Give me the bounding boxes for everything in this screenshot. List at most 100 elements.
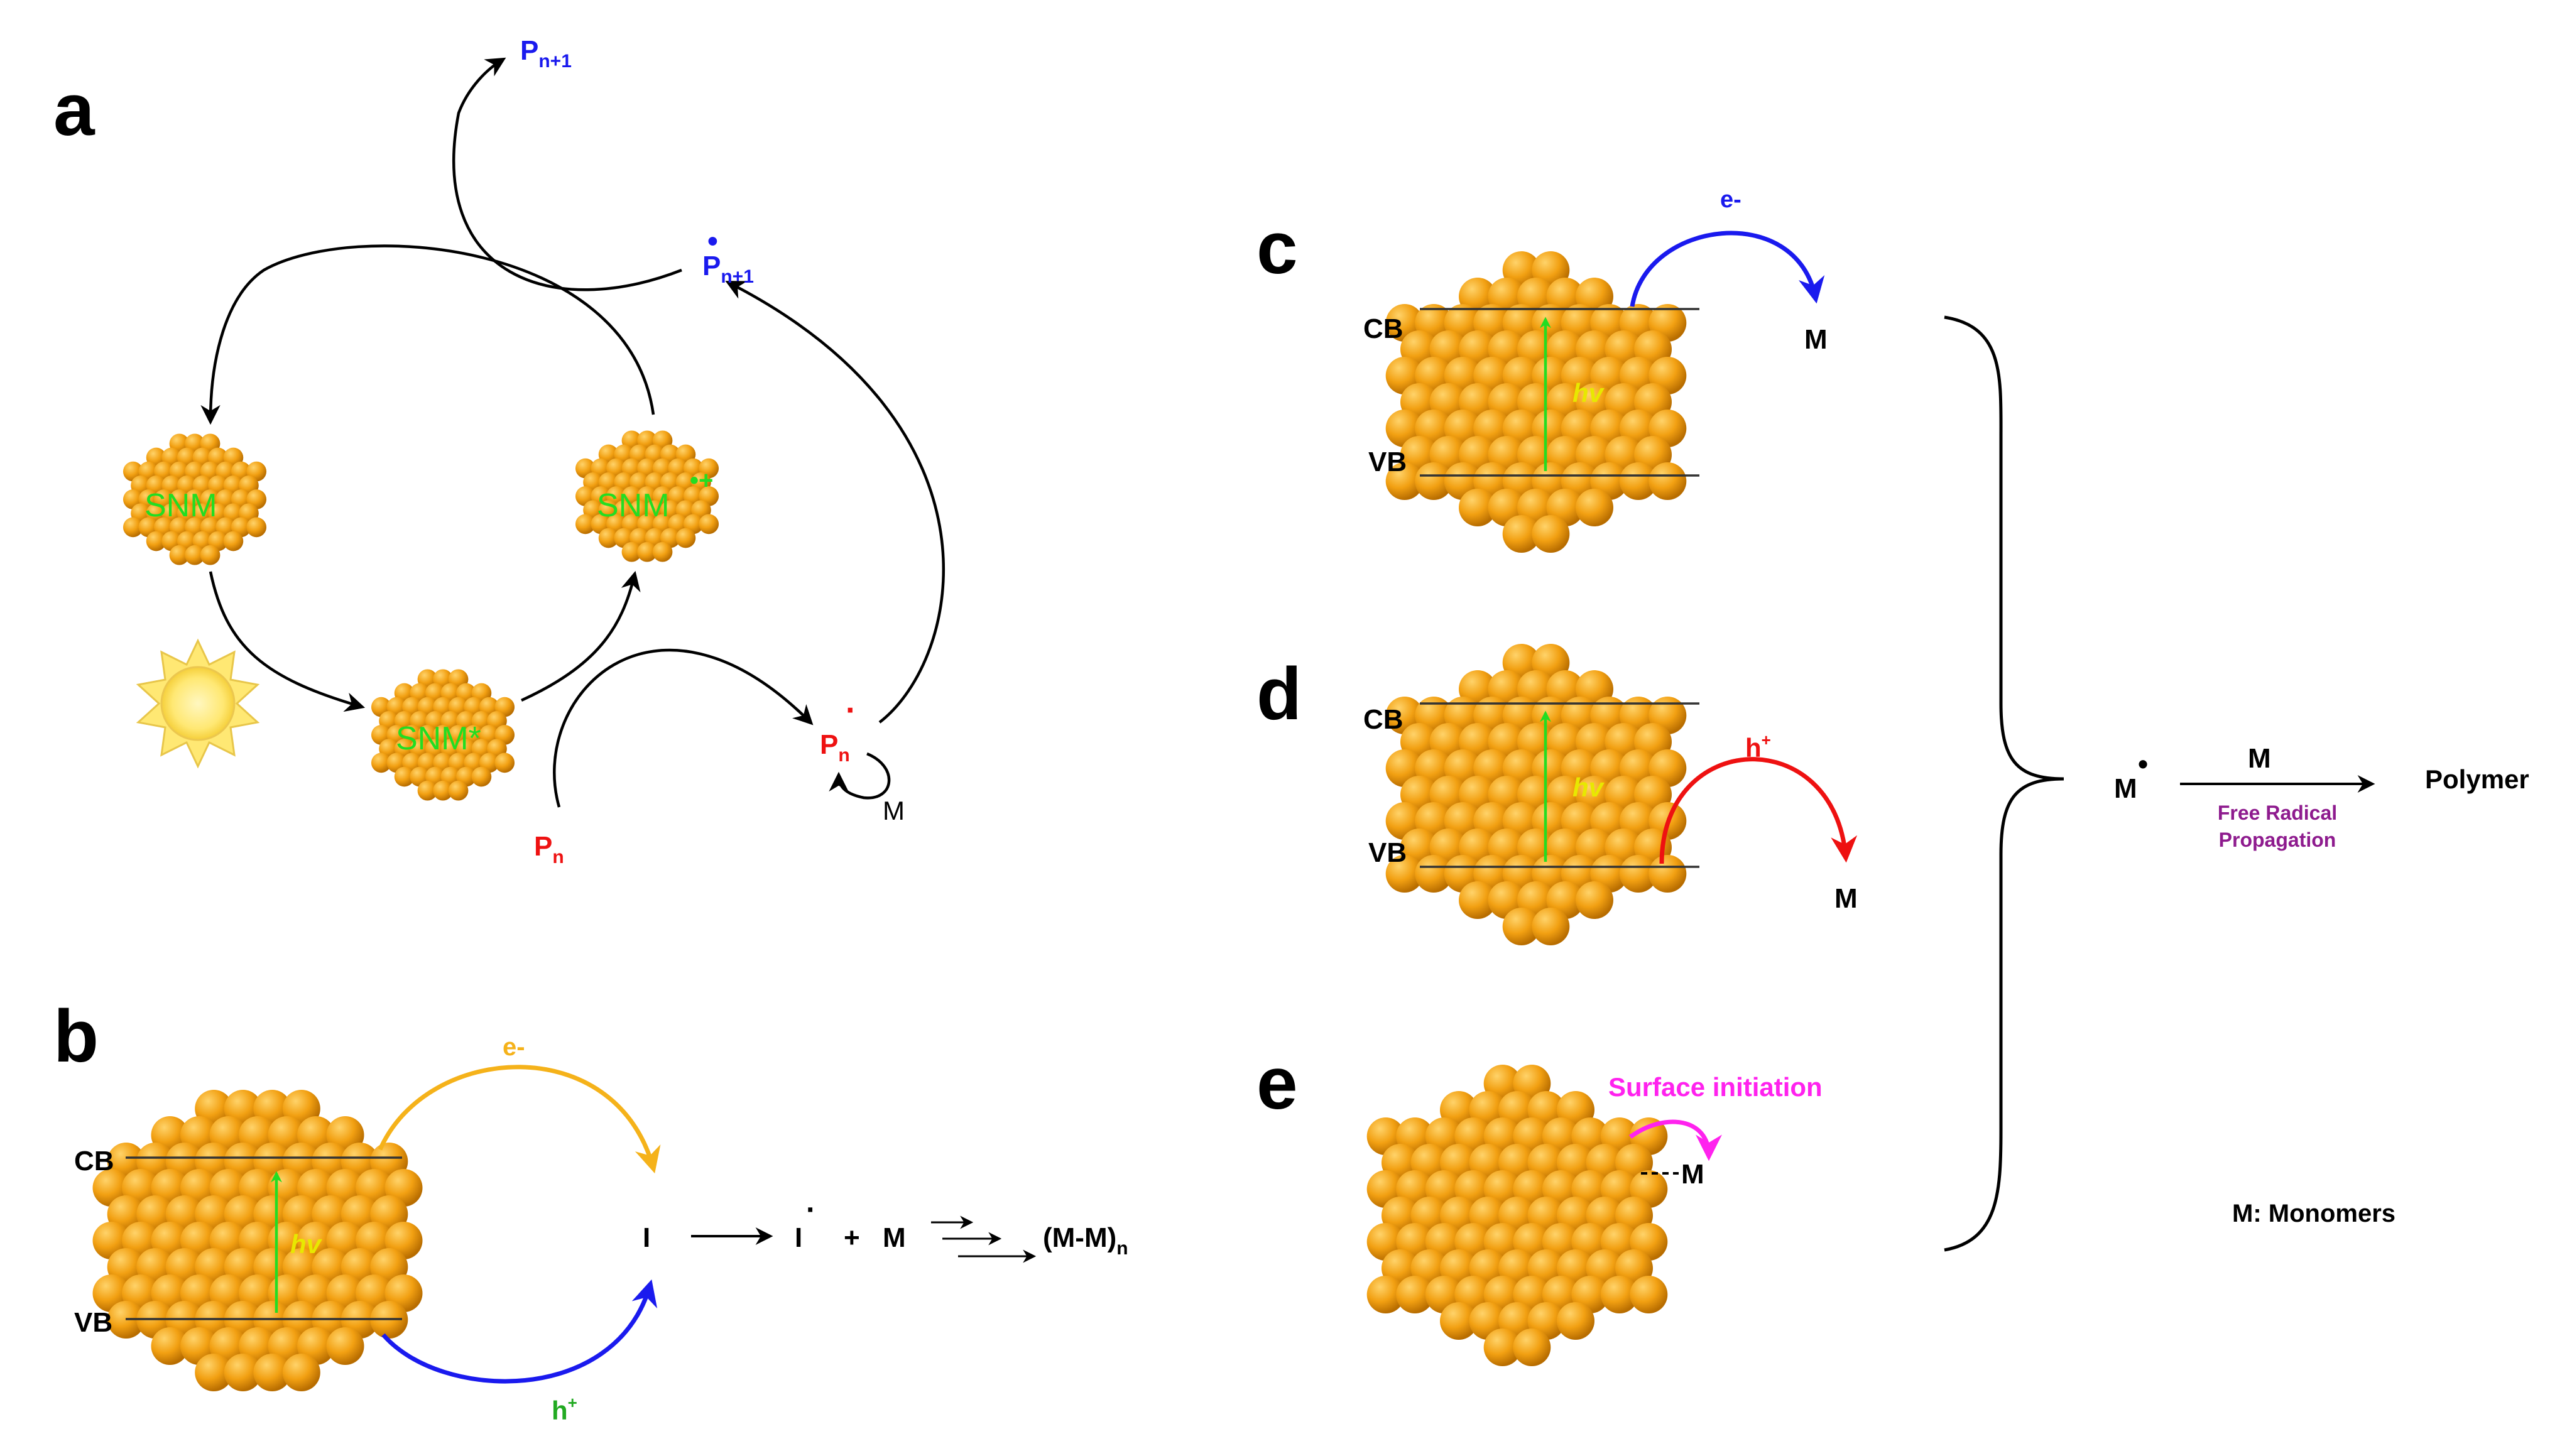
nanoparticle-atom [417, 780, 438, 801]
nanoparticle-atom [282, 1354, 320, 1391]
nanoparticle-atom [195, 1354, 233, 1391]
arrow-snmstar-to-snmplus [521, 570, 641, 702]
nanoparticle-atom [1630, 1276, 1668, 1313]
nanoparticle-atom [1600, 1276, 1638, 1313]
sun-icon [136, 638, 260, 769]
free-radical-label: Free Radical [2218, 801, 2337, 824]
nanoparticle-atom [1576, 881, 1613, 919]
pn-radical-dot: · [846, 692, 856, 729]
nanoparticle-atom [1483, 1328, 1522, 1366]
arrow-snm-to-snmstar [209, 571, 366, 712]
panel-b-label: b [53, 995, 99, 1078]
nanoparticle-atom [621, 541, 642, 562]
hv-label-c: hv [1572, 378, 1605, 408]
nanoparticle-atom [1415, 855, 1453, 893]
nanoparticle-atom [1459, 489, 1496, 526]
nanoparticle-atom [146, 531, 166, 551]
polymer-label: Polymer [2425, 764, 2529, 794]
nanoparticle-atom [223, 531, 244, 551]
nanoparticle-atom [433, 780, 453, 801]
hole-label-d: h+ [1745, 731, 1771, 763]
monomer-label-d: M [1834, 883, 1858, 914]
hole-transfer-arrow-b [381, 1279, 658, 1384]
panel-e-label: e [1256, 1042, 1298, 1125]
nanoparticle-atom [1459, 881, 1496, 919]
pn1-radical-label: Pn+1 [702, 251, 754, 287]
nanoparticle-atom [699, 514, 719, 535]
nanoparticle-atom [1513, 1328, 1551, 1366]
arrow-pn-to-pnrad [553, 648, 814, 808]
nanoparticle-atom [151, 1327, 189, 1365]
nanoparticle-atom [637, 541, 657, 562]
panel-c-label: c [1256, 207, 1298, 290]
nanoparticle-atom [253, 1354, 292, 1391]
snm-star-particle [371, 669, 515, 801]
electron-label-b: e- [503, 1033, 525, 1061]
pn1-radical-dot: • [707, 225, 718, 258]
nanoparticle-atom [1649, 462, 1687, 500]
panel-a-label: a [53, 68, 95, 151]
arrow-monomer-loop [829, 752, 891, 800]
monomer-label-e: M [1681, 1159, 1704, 1190]
hv-label-b: hv [290, 1229, 323, 1259]
snm-particle [123, 433, 267, 565]
nanoparticle-atom [448, 780, 469, 801]
electron-transfer-arrow-c [1630, 231, 1825, 307]
snm-plus-label: SNM [597, 487, 670, 524]
snm-plus-particle [575, 430, 719, 562]
snm-star-label: SNM* [396, 720, 481, 757]
nanoparticle-atom [169, 545, 190, 565]
initiator-radical-dot: · [806, 1193, 816, 1227]
nanoparticle-atom [326, 1327, 364, 1365]
surface-initiation-arrow [1628, 1119, 1722, 1161]
cb-label-c: CB [1363, 313, 1403, 344]
nanoparticle-atom [123, 517, 143, 538]
arrow-snmplus-to-snm [200, 244, 655, 425]
snm-plus-superscript: •+ [690, 467, 713, 494]
nanoparticle-atom [200, 545, 221, 565]
semiconductor-particle-b [92, 1090, 423, 1391]
pn1-product-label: Pn+1 [520, 35, 572, 72]
nanoparticle-atom [1366, 1276, 1405, 1313]
propagation-label: Propagation [2219, 829, 2336, 851]
cb-label-b: CB [74, 1146, 114, 1176]
nanoparticle-atom [1415, 462, 1453, 500]
semiconductor-particle-c [1385, 251, 1687, 553]
nanoparticle-atom [185, 545, 205, 565]
nanoparticle-atom [1576, 489, 1613, 526]
initiator-radical-label: I [795, 1222, 802, 1253]
monomer-radical-label: M [2114, 773, 2137, 804]
surface-initiation-label: Surface initiation [1608, 1072, 1823, 1102]
monomer-over-arrow: M [2248, 743, 2271, 774]
electron-label-c: e- [1720, 187, 1741, 213]
nanoparticle-atom [675, 528, 696, 548]
polymer-product-label: (M-M)n [1043, 1222, 1128, 1259]
monomer-radical-dot: • [2138, 747, 2148, 780]
panel-d-label: d [1256, 653, 1302, 736]
nanoparticle-atom [224, 1354, 262, 1391]
hv-label-d: hv [1572, 773, 1605, 802]
nanoparticle-atom [1532, 515, 1570, 553]
nanoparticle-atom [575, 514, 596, 535]
nanoparticle-atom [371, 752, 391, 773]
hole-transfer-arrow-d [1659, 757, 1858, 864]
nanoparticle-atom [1532, 908, 1570, 945]
electron-transfer-arrow-b [378, 1065, 661, 1174]
nanoparticle-atom [1440, 1302, 1478, 1340]
curly-brace [1944, 315, 2064, 1252]
nanoparticle-atom [1385, 855, 1424, 893]
vb-label-d: VB [1368, 837, 1407, 868]
vb-label-b: VB [74, 1307, 112, 1338]
nanoparticle-atom [471, 766, 492, 787]
monomer-label-a: M [883, 796, 905, 825]
pn-label: Pn [534, 831, 564, 867]
plus-sign-b: + [844, 1222, 860, 1253]
nanoparticle-atom [1619, 462, 1657, 500]
nanoparticle-atom [598, 528, 619, 548]
arrow-pnrad-to-pn1rad [725, 281, 946, 724]
initiator-label: I [643, 1222, 650, 1253]
vb-label-c: VB [1368, 447, 1407, 477]
nanoparticle-atom [394, 766, 415, 787]
